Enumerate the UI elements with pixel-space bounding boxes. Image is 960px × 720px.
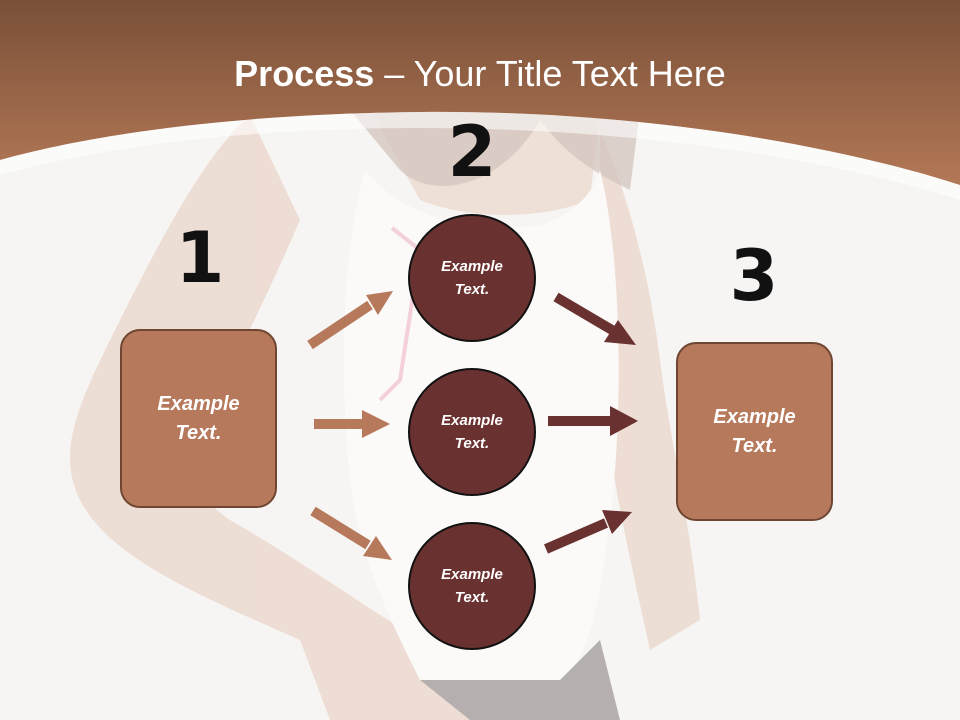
arrows-step2-to-step3	[544, 292, 638, 554]
arrow-1-to-2a-head	[366, 291, 393, 315]
header-band	[0, 0, 960, 185]
arrow-2c-to-3-head	[602, 510, 632, 534]
step-2-number: 2	[447, 111, 497, 193]
title-bold: Process	[234, 53, 375, 94]
step-2-circle-1: Example Text.	[408, 214, 536, 342]
arrow-2a-to-3	[553, 292, 615, 335]
title-rest: – Your Title Text Here	[374, 53, 726, 94]
step-2-circle-2: Example Text.	[408, 368, 536, 496]
arrow-1-to-2c	[310, 506, 371, 550]
header-swoosh	[0, 111, 960, 200]
arrow-1-to-2c-head	[363, 536, 392, 560]
arrows-step1-to-step2	[307, 291, 393, 560]
slide-title: Process – Your Title Text Here	[0, 52, 960, 96]
arrow-1-to-2a	[307, 300, 373, 350]
arrow-1-to-2b-head	[362, 410, 390, 438]
step-3-number: 3	[729, 235, 779, 317]
step-1-number: 1	[175, 217, 225, 299]
step-3-box: Example Text.	[676, 342, 833, 521]
arrow-2b-to-3-head	[610, 406, 638, 436]
step-1-box: Example Text.	[120, 329, 277, 508]
arrow-2a-to-3-head	[604, 320, 636, 345]
arrow-2c-to-3	[544, 518, 608, 554]
step-2-circle-3: Example Text.	[408, 522, 536, 650]
